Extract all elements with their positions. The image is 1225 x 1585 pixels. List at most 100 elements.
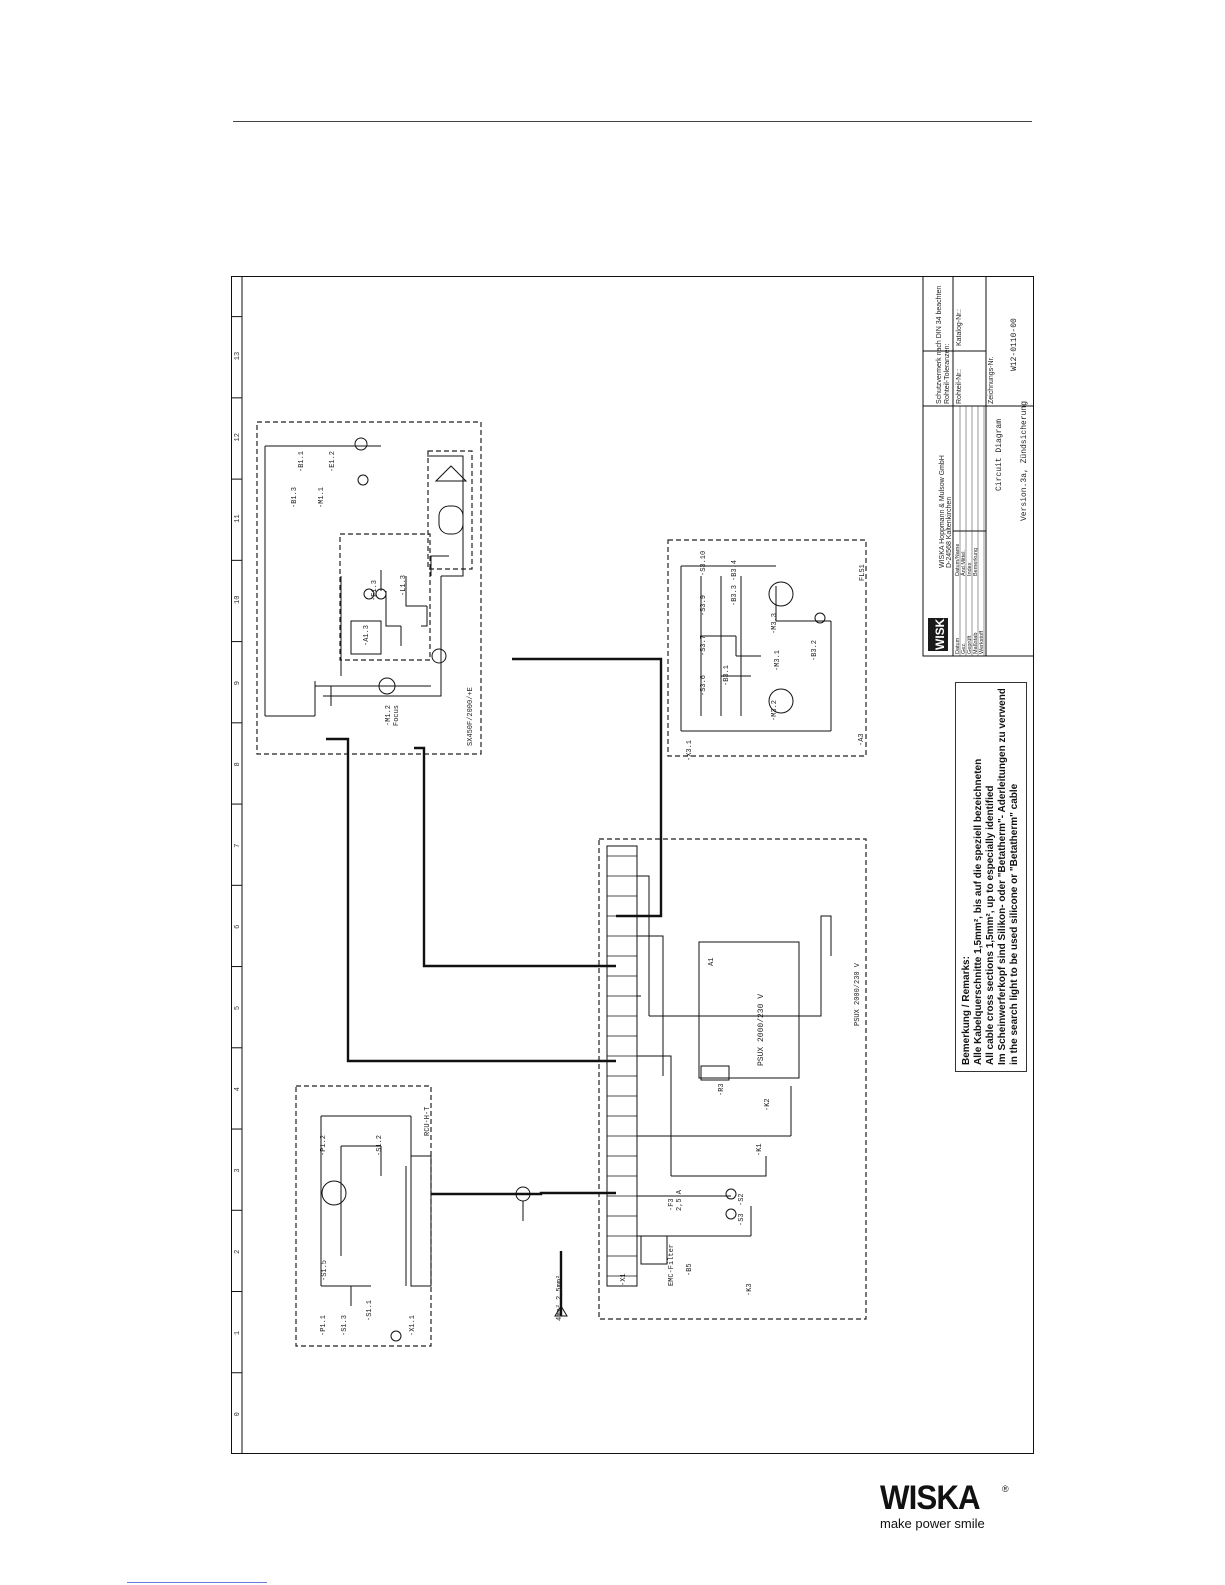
- footer-logo-word: WISKA: [880, 1479, 981, 1517]
- label-sx-block: SX450F/2000/+E: [467, 687, 475, 746]
- column-number: 2: [234, 1250, 242, 1254]
- label-a1-unit: PSUX 2000/230 V: [757, 994, 766, 1066]
- label-b1-1: -B1.1: [298, 451, 306, 472]
- label-k3: -K3: [746, 1283, 754, 1296]
- drawing-sheet: [231, 276, 1034, 1454]
- title-row-value: Datum/Name: [955, 544, 961, 576]
- label-b3-1: -B3.1: [723, 665, 731, 686]
- label-l1-3: -L1.3: [400, 575, 408, 596]
- label-e1-3: -E1.3: [371, 580, 379, 601]
- label-rcu-block: RCU-H-T: [424, 1107, 432, 1136]
- title-doc-title: Circuit Diagram: [995, 419, 1004, 491]
- main-cables: [326, 657, 663, 1317]
- label-r3: -R3: [718, 1083, 726, 1096]
- column-number: 4: [234, 1087, 242, 1091]
- label-m1-1: -M1.1: [318, 487, 326, 508]
- remarks-heading: Bemerkung / Remarks:: [961, 956, 972, 1065]
- label-b3-2: -B3.2: [811, 640, 819, 661]
- title-doc-subtitle: Version.3a, Zündsicherung: [1020, 401, 1029, 521]
- header-rule: [233, 121, 1032, 122]
- title-row-value: Bemerkung: [973, 548, 979, 576]
- footer-link-underline: [127, 1582, 267, 1583]
- title-logo-text: WISKA: [933, 610, 947, 650]
- title-row-label: Datum: [955, 637, 961, 654]
- label-focus: Focus: [393, 705, 401, 726]
- column-number: 0: [234, 1412, 242, 1416]
- column-number: 1: [234, 1331, 242, 1335]
- title-row-label: Gez.: [961, 642, 967, 654]
- remarks-line-4: in the search light to be used silicone …: [1009, 783, 1020, 1065]
- label-p1-2: -P1.2: [320, 1135, 328, 1156]
- column-number: 6: [234, 925, 242, 929]
- remarks-line-1: Alle Kabelquerschnitte 1,5mm², bis auf d…: [973, 758, 984, 1065]
- label-s1-3: -S1.3: [341, 1315, 349, 1336]
- label-a3-block: -A3: [858, 733, 866, 746]
- title-row-label: Geprüft: [967, 635, 973, 654]
- label-s1-5: -S1.5: [321, 1260, 329, 1281]
- label-emc-filter: EMC-Filter: [668, 1244, 676, 1286]
- label-s3-6: -S3.6: [700, 675, 708, 696]
- label-b1-3: -B1.3: [291, 487, 299, 508]
- rcu-block: -P1.1 -P1.2 -S1.1 -S1.2 -S1.3 -S1.5 -X1.…: [295, 1085, 432, 1347]
- remarks-line-3: Im Scheinwerferkopf sind Silikon- oder "…: [997, 689, 1008, 1065]
- column-number: 5: [234, 1006, 242, 1010]
- label-x1: -X1: [620, 1273, 628, 1286]
- label-s3-9: -S3.9: [700, 595, 708, 616]
- label-b3-3: -B3.3: [731, 585, 739, 606]
- label-x3-1: -X3.1: [686, 740, 694, 761]
- label-k1: -K1: [756, 1143, 764, 1156]
- label-m3-2: -M3.2: [771, 700, 779, 721]
- column-number: 3: [234, 1168, 242, 1172]
- title-drawing-no-label: Zeichnungs-Nr.: [988, 356, 995, 404]
- footer-logo-reg: ®: [1002, 1484, 1009, 1494]
- column-number: 10: [234, 596, 242, 604]
- circuit-diagram: .t { font-family: "Liberation Mono", mon…: [231, 276, 1034, 1454]
- title-row-label: Werkstoff: [979, 631, 985, 654]
- column-number: 7: [234, 843, 242, 847]
- title-row-value: Index: [967, 562, 973, 576]
- fls-block: -X3.1 -S3.6 -S3.7 -S3.9 -S3.10 -B3.1 -B3…: [667, 539, 867, 761]
- label-m3-3: -M3.3: [771, 613, 779, 634]
- footer-logo-tagline: make power smile: [880, 1516, 985, 1531]
- column-number: 8: [234, 762, 242, 766]
- label-k2: -K2: [764, 1098, 772, 1111]
- label-s1-2: -S1.2: [376, 1135, 384, 1156]
- label-a1-tag: A1: [708, 958, 716, 966]
- label-f3: -F3: [668, 1198, 676, 1211]
- column-number: 9: [234, 681, 242, 685]
- column-number: 11: [234, 514, 242, 522]
- title-protection-note: Schutzvermerk nach DIN 34 beachten: [936, 286, 943, 404]
- remarks-line-2: All cable cross sections 1,5mm², up to e…: [985, 785, 996, 1065]
- label-a1-3: -A1.3: [363, 625, 371, 646]
- label-p1-1: -P1.1: [320, 1315, 328, 1336]
- title-part-no: Rohteil-Nr.:: [956, 369, 963, 404]
- label-f3-rating: 2,5 A: [676, 1189, 684, 1211]
- label-s3-7: -S3.7: [700, 635, 708, 656]
- title-company: WISKA Hoppmann & Mulsow GmbH: [939, 455, 946, 568]
- title-tolerance: Rohteil-Toleranzen:: [944, 344, 951, 404]
- label-psux-block: PSUX 2000/230 V: [854, 962, 862, 1026]
- title-row-value: Änd.Mittel.: [960, 550, 967, 576]
- sx-lamp-block: -M1.2 Focus -A1.3 -E1.3 -L1.3 -B1.3 -M1.…: [256, 421, 482, 755]
- label-m3-1: -M3.1: [774, 650, 782, 671]
- column-number: 12: [234, 433, 242, 441]
- label-s3: -S3: [738, 1213, 746, 1226]
- label-s3-10: -S3.10: [700, 551, 708, 576]
- label-b3-4: -B3.4: [731, 560, 739, 581]
- label-b5: -B5: [686, 1263, 694, 1276]
- label-m1-2: -M1.2: [385, 705, 393, 726]
- label-e1-2: -E1.2: [329, 451, 337, 472]
- column-number: 13: [234, 352, 242, 360]
- title-drawing-no: W12-0110-00: [1010, 318, 1019, 371]
- label-x1-1: -X1.1: [409, 1315, 417, 1336]
- remarks-box: Bemerkung / Remarks: Alle Kabelquerschni…: [955, 682, 1027, 1072]
- label-fls-block: FLS1: [859, 564, 867, 581]
- label-s2: -S2: [738, 1193, 746, 1206]
- psux-block: PSUX 2000/230 V PSUX 2000/230 V A1 -X1 -…: [556, 838, 867, 1321]
- title-row-label: Maßstab: [973, 633, 979, 654]
- footer-logo: WISKA ® make power smile: [880, 1480, 1010, 1532]
- title-catalog-no: Katalog-Nr.:: [956, 309, 963, 346]
- label-s1-1: -S1.1: [366, 1300, 374, 1321]
